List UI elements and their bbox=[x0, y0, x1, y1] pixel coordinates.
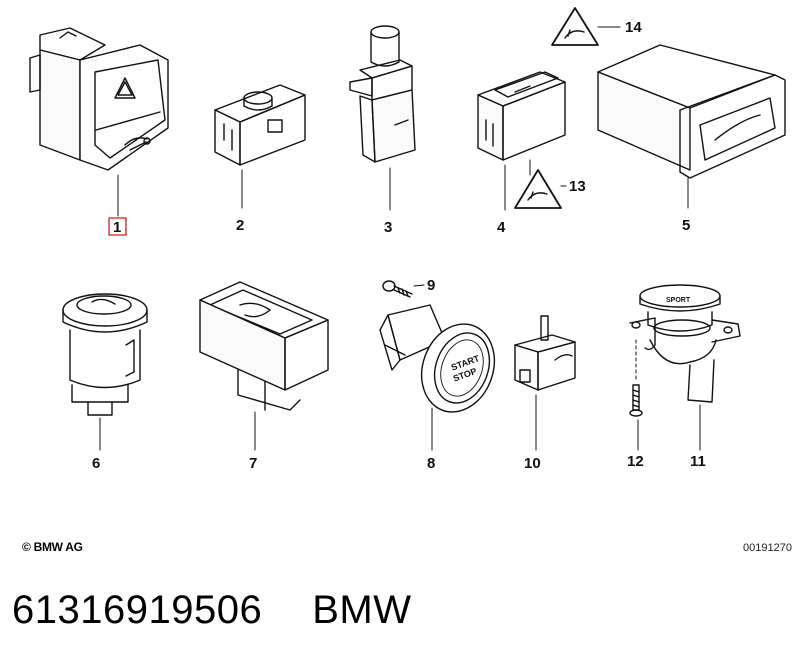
part-12-screw bbox=[629, 339, 643, 451]
callout-4: 4 bbox=[497, 219, 506, 236]
callout-9: 9 bbox=[427, 277, 435, 294]
part-5-module bbox=[597, 44, 786, 209]
part-number-caption: 61316919506 BMW bbox=[12, 588, 411, 633]
callout-1: 1 bbox=[113, 219, 121, 236]
diagram-code: 00191270 bbox=[743, 542, 792, 554]
part-1-highlight-box bbox=[108, 217, 127, 236]
callout-7: 7 bbox=[249, 455, 257, 472]
part-4-switch bbox=[477, 71, 566, 211]
part-8-start-stop-button bbox=[379, 304, 496, 451]
parts-diagram: START STOP SPORT 1 2 3 4 5 6 7 8 9 10 11… bbox=[29, 7, 786, 472]
warning-triangle-14 bbox=[551, 7, 621, 46]
part-6-round-button bbox=[62, 293, 148, 451]
part-3-plunger-switch bbox=[349, 25, 416, 211]
warning-triangle-13 bbox=[514, 169, 567, 209]
part-number: 61316919506 bbox=[12, 588, 263, 632]
callout-11: 11 bbox=[690, 453, 706, 470]
callout-12: 12 bbox=[627, 453, 644, 470]
callout-14: 14 bbox=[625, 19, 642, 36]
part-10-switch bbox=[514, 315, 576, 451]
callout-8: 8 bbox=[427, 455, 435, 472]
callout-3: 3 bbox=[384, 219, 392, 236]
brand-name: BMW bbox=[312, 588, 412, 632]
part-1-hazard-switch bbox=[29, 27, 169, 217]
callout-2: 2 bbox=[236, 217, 244, 234]
sport-label: SPORT bbox=[666, 297, 691, 304]
callout-6: 6 bbox=[92, 455, 100, 472]
part-11-sport-button bbox=[629, 284, 741, 451]
callout-13: 13 bbox=[569, 178, 586, 195]
part-2-switch bbox=[214, 84, 306, 209]
callout-10: 10 bbox=[524, 455, 541, 472]
part-9-screw bbox=[382, 280, 425, 298]
callout-5: 5 bbox=[682, 217, 690, 234]
part-7-switch bbox=[199, 281, 329, 451]
copyright-notice: © BMW AG bbox=[22, 540, 83, 554]
